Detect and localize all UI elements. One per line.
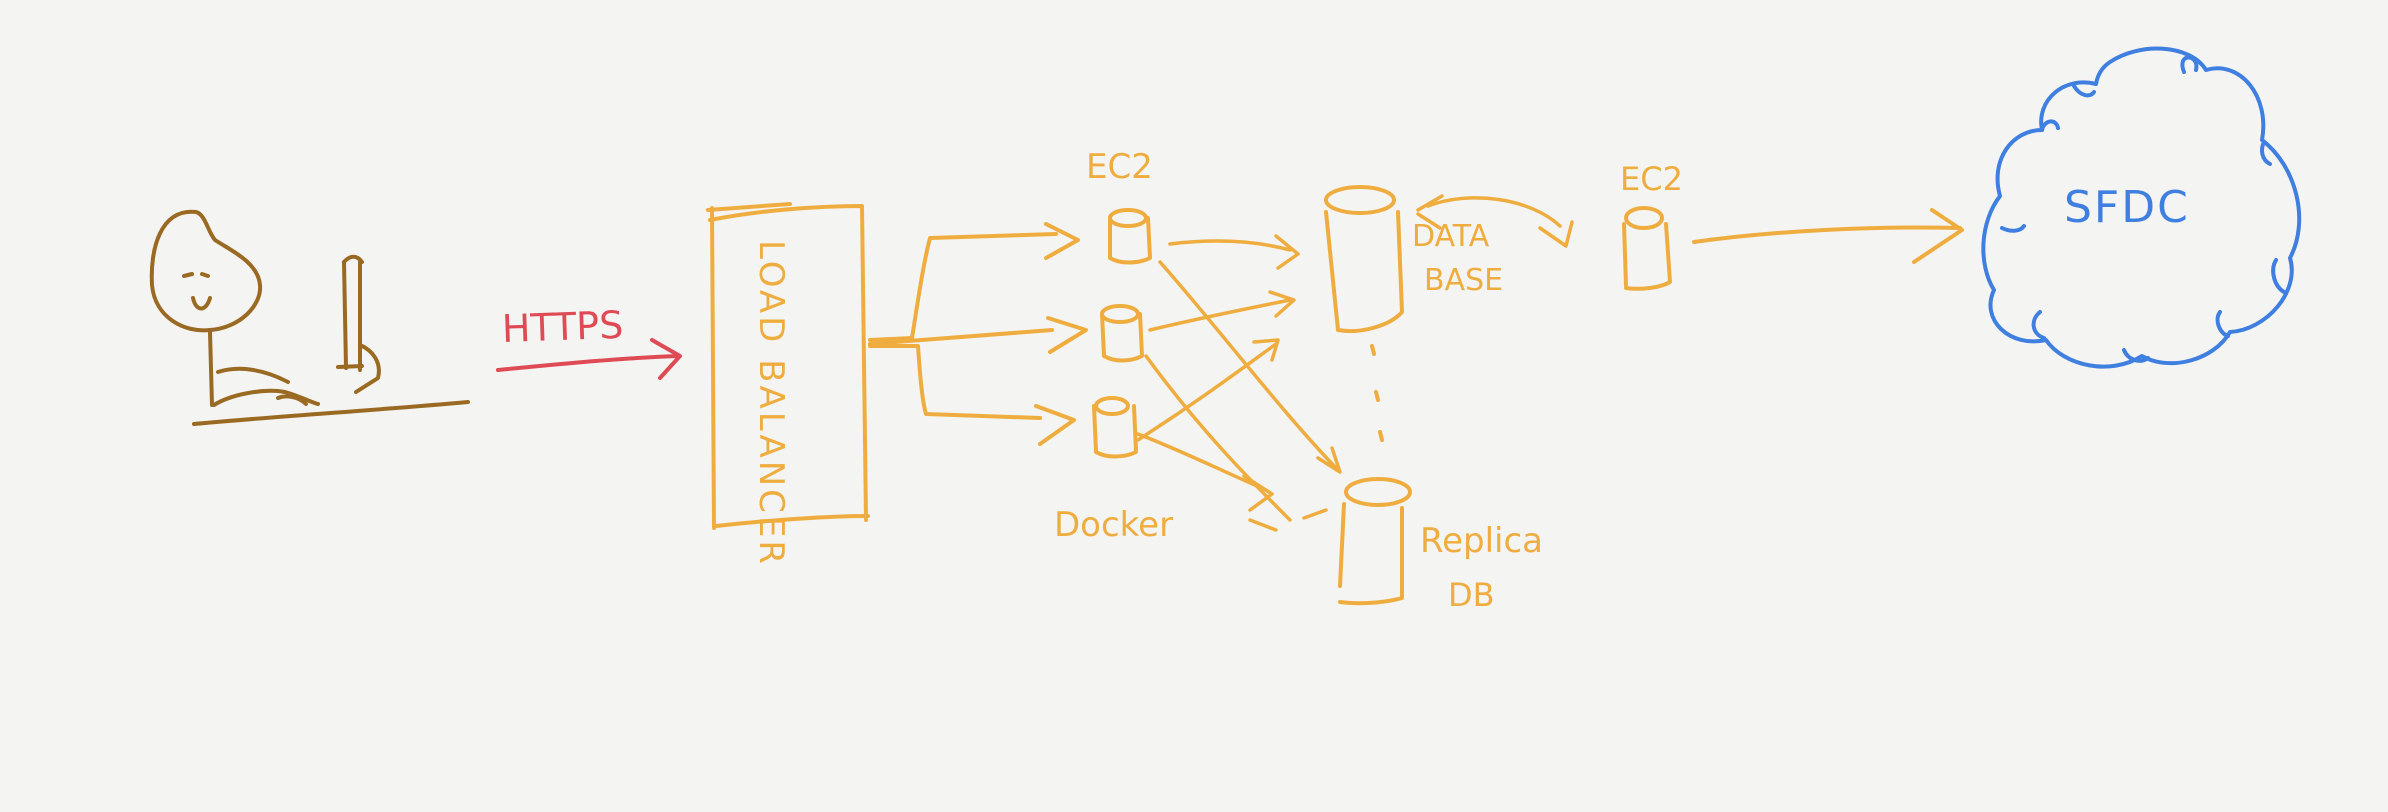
https-arrow xyxy=(496,338,682,380)
database-label-line2: BASE xyxy=(1424,263,1503,298)
database-cylinder-icon xyxy=(1324,185,1404,333)
desk-surface xyxy=(192,400,470,426)
https-label: HTTPS xyxy=(501,303,624,351)
laptop-base xyxy=(354,343,381,394)
cylinder-icon xyxy=(1100,304,1144,363)
load-balancer-label: LOAD BALANCER xyxy=(751,240,791,567)
replica-database-icon xyxy=(1338,477,1412,606)
docker-label: Docker xyxy=(1054,505,1173,545)
https-connection: HTTPS xyxy=(496,303,682,380)
ec2-to-sfdc-arrow xyxy=(1692,208,1964,264)
user-smile xyxy=(191,296,212,311)
user-arm xyxy=(216,366,290,384)
containers-to-databases xyxy=(1136,234,1342,532)
user-at-laptop-icon xyxy=(149,209,470,426)
user-foot xyxy=(276,394,308,406)
user-eye-right xyxy=(200,272,210,278)
ec2-label-right: EC2 xyxy=(1620,160,1683,198)
cloud-icon xyxy=(1981,46,2302,369)
ec2-right-cylinder-icon xyxy=(1622,206,1672,291)
load-balancer-box xyxy=(706,202,870,530)
user-head xyxy=(149,209,263,333)
database-label-line1: DATA xyxy=(1412,219,1490,254)
user-body xyxy=(208,330,214,407)
user-leg xyxy=(212,388,320,407)
user-eye-left xyxy=(182,272,194,278)
laptop-screen xyxy=(336,254,364,372)
lb-to-containers xyxy=(868,222,1088,446)
load-balancer: LOAD BALANCER xyxy=(706,202,870,567)
replica-label-line1: Replica xyxy=(1420,521,1543,561)
replication-link xyxy=(1370,344,1384,442)
docker-containers xyxy=(1092,208,1152,459)
replica-label-line2: DB xyxy=(1448,576,1495,614)
ec2-label-top: EC2 xyxy=(1086,147,1153,187)
cylinder-icon xyxy=(1092,396,1138,459)
sfdc-label: SFDC xyxy=(2064,182,2190,233)
cylinder-icon xyxy=(1108,208,1152,265)
database-to-ec2 xyxy=(1416,194,1574,248)
